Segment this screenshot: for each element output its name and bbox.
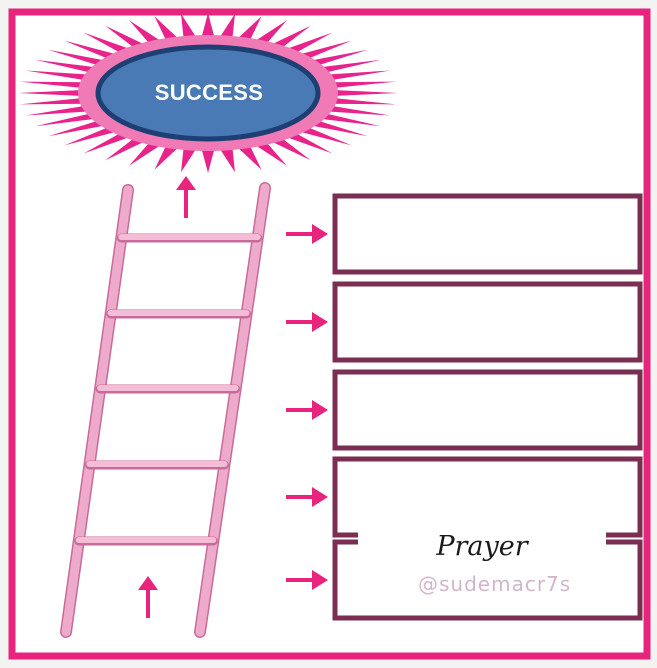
step-1 — [286, 196, 640, 272]
step-2 — [286, 284, 640, 360]
prayer-label: Prayer — [358, 531, 606, 562]
prayer-label-card: Prayer — [358, 527, 606, 575]
step-box — [335, 372, 640, 448]
step-box — [335, 284, 640, 360]
success-label: SUCCESS — [108, 76, 310, 110]
step-box — [335, 459, 640, 535]
step-3 — [286, 372, 640, 448]
step-4 — [286, 459, 640, 535]
watermark-text: @sudemacr7s — [418, 572, 568, 600]
step-box — [335, 196, 640, 272]
